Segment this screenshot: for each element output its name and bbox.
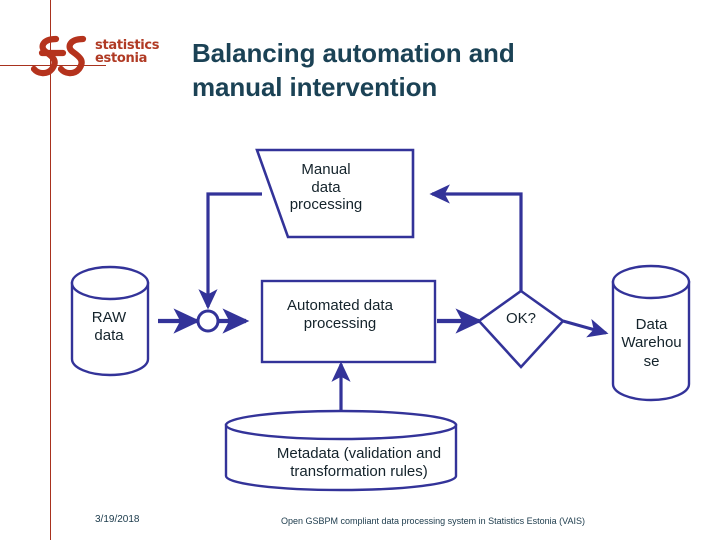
label-metadata: Metadata (validation and transformation … <box>276 445 442 480</box>
page-title: Balancing automation and manual interven… <box>192 36 622 105</box>
logo-word-line1: statistics <box>95 38 160 53</box>
label-manual-processing: Manual data processing <box>289 161 363 214</box>
label-ok-decision: OK? <box>505 310 536 327</box>
node-merge-junction <box>196 309 220 333</box>
logo-word-line2: estonia <box>95 51 148 66</box>
statistics-estonia-logo: statistics estonia <box>27 33 187 81</box>
node-data-warehouse <box>611 264 691 402</box>
node-ok-decision <box>477 289 565 369</box>
edge-ok-to-warehouse <box>562 318 609 338</box>
label-automated-processing: Automated data processing <box>287 297 393 332</box>
es-monogram-icon <box>30 35 87 77</box>
page-title-line1: Balancing automation and <box>192 38 515 68</box>
node-automated-processing <box>260 279 437 364</box>
label-data-warehouse: Data Warehou se <box>621 316 682 370</box>
footer-date: 3/19/2018 <box>95 514 140 525</box>
logo-wordmark: statistics estonia <box>95 38 160 66</box>
footer-text: Open GSBPM compliant data processing sys… <box>281 516 585 526</box>
label-raw-data: RAW data <box>91 309 127 344</box>
edge-ok-to-manual <box>429 184 523 291</box>
node-metadata <box>224 409 458 492</box>
brand-vertical-rule <box>50 0 51 540</box>
edge-manual-to-merge <box>198 192 262 310</box>
node-raw-data <box>70 265 150 377</box>
page-title-line2: manual intervention <box>192 72 438 103</box>
node-manual-processing <box>255 148 415 239</box>
